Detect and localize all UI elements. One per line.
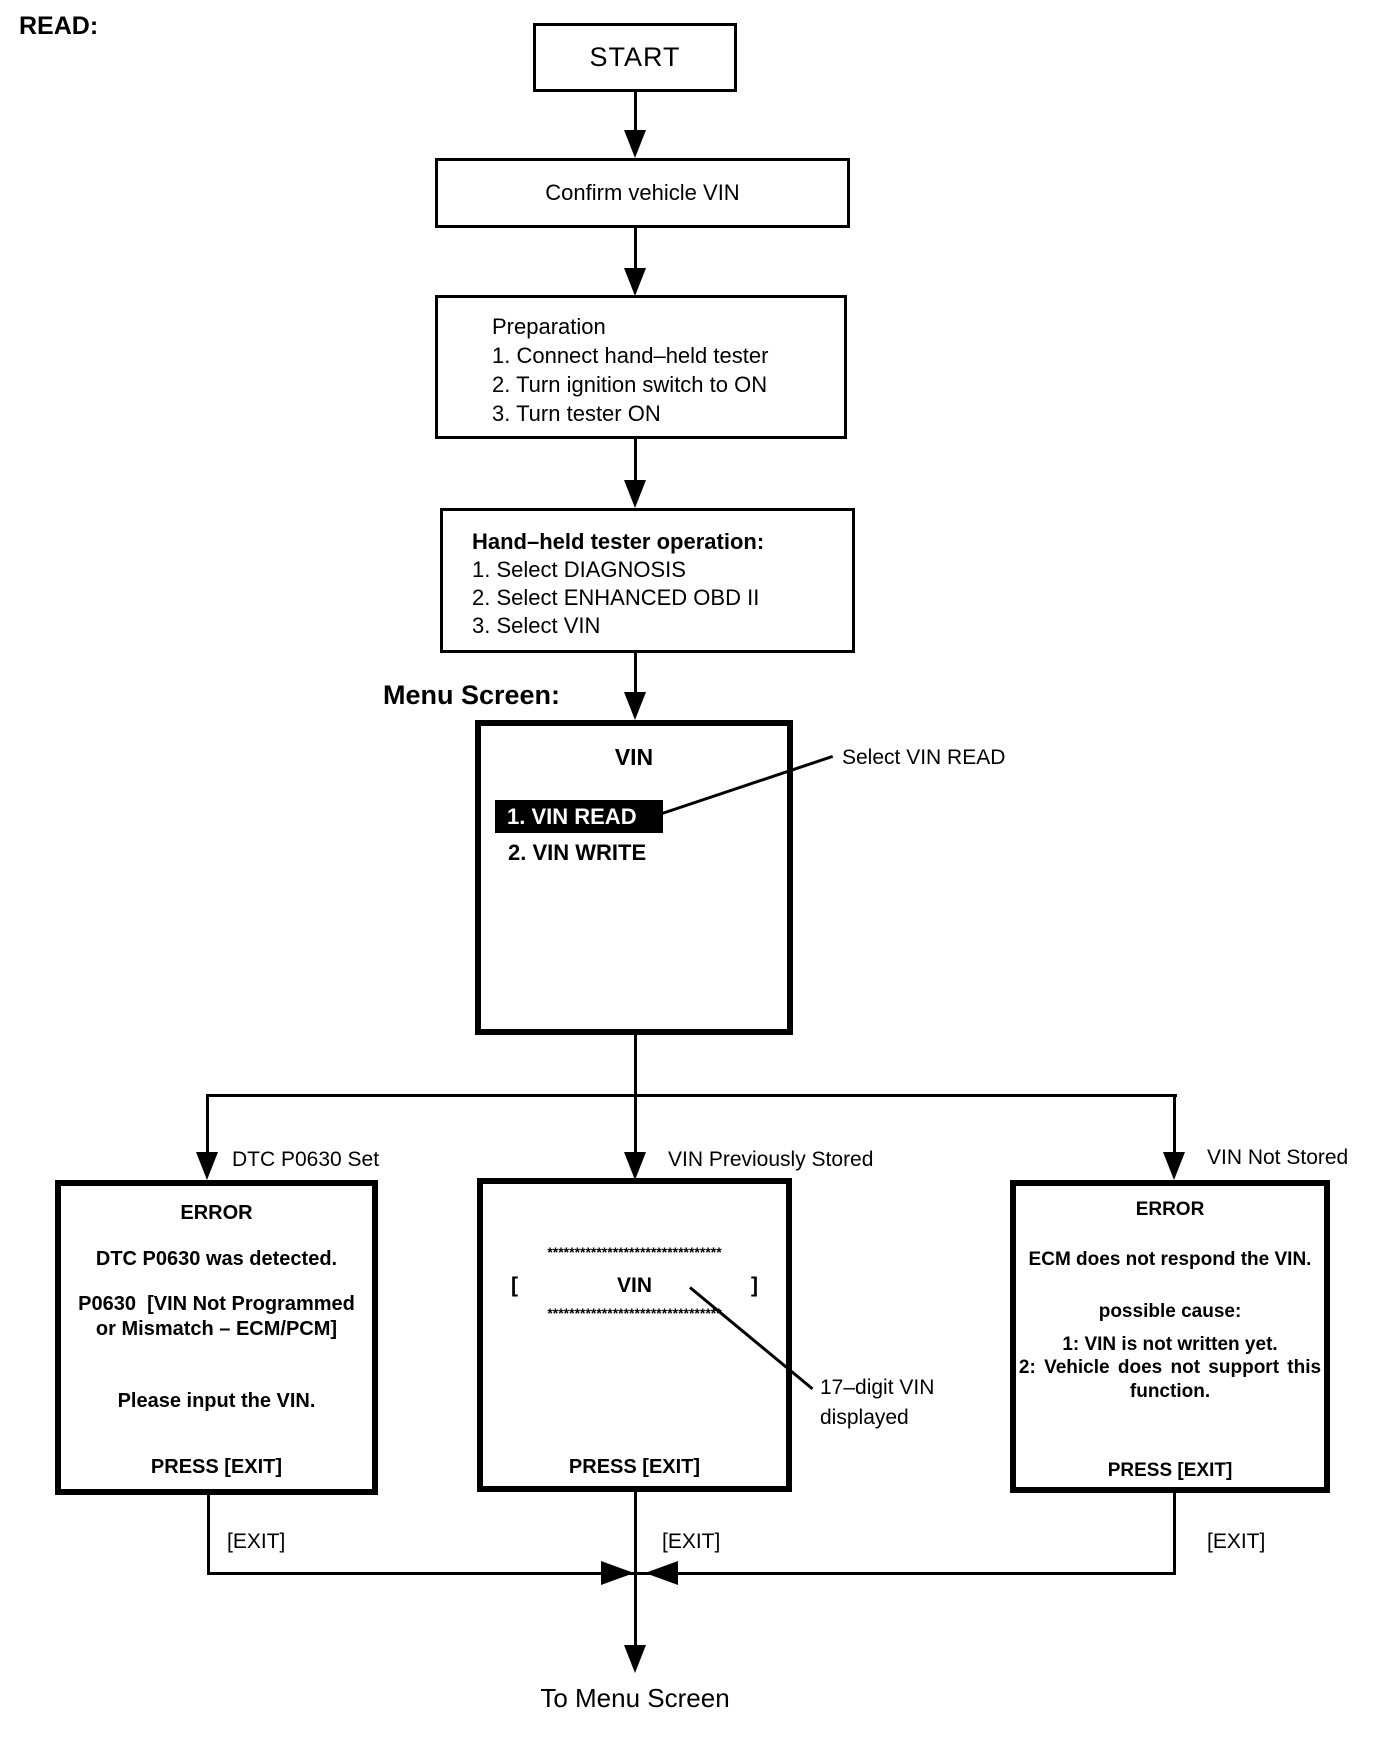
branch-label-dtc-set: DTC P0630 Set: [232, 1148, 380, 1171]
arrow-down-icon: [624, 692, 646, 720]
exit-label-right: [EXIT]: [1207, 1530, 1266, 1553]
exit-label-center: [EXIT]: [662, 1530, 721, 1553]
tester-operation-step: 1. Select DIAGNOSIS: [472, 557, 686, 582]
error-text: possible cause:: [1098, 1301, 1242, 1322]
asterisk-row: ********************************: [547, 1244, 722, 1260]
arrow-left-icon: [645, 1561, 678, 1585]
arrow-down-icon: [624, 1645, 646, 1673]
error-screen-dtc: ERROR DTC P0630 was detected. P0630 [VIN…: [55, 1180, 378, 1495]
menu-item-vin-read: 1. VIN READ: [495, 800, 663, 833]
preparation-step: 2. Turn ignition switch to ON: [492, 372, 768, 397]
tester-operation-step: 3. Select VIN: [472, 613, 601, 638]
confirm-vin-node: Confirm vehicle VIN: [435, 158, 850, 228]
vin-display-screen: ******************************** [ VIN ]…: [477, 1178, 792, 1492]
error-text: function.: [1129, 1381, 1211, 1402]
flow-line: [1173, 1491, 1176, 1575]
branch-line: [207, 1094, 1177, 1097]
error-text: or Mismatch – ECM/PCM]: [95, 1318, 338, 1340]
error-text: Please input the VIN.: [117, 1390, 316, 1412]
flow-line: [634, 1575, 637, 1645]
error-text: DTC P0630 was detected.: [95, 1248, 338, 1270]
preparation-step: 3. Turn tester ON: [492, 401, 661, 426]
error-screen-no-vin: ERROR ECM does not respond the VIN. poss…: [1010, 1180, 1330, 1493]
flow-line: [634, 92, 637, 132]
error-text: P0630 [VIN Not Programmed: [78, 1293, 355, 1315]
arrow-right-icon: [601, 1561, 634, 1585]
press-exit-text: PRESS [EXIT]: [150, 1456, 283, 1478]
error-text: 2: Vehicle does not support this: [1018, 1357, 1322, 1378]
error-text: ECM does not respond the VIN.: [1028, 1249, 1312, 1270]
press-exit-text: PRESS [EXIT]: [1107, 1460, 1233, 1481]
to-menu-screen-label: To Menu Screen: [540, 1683, 730, 1713]
flow-line: [634, 1035, 637, 1096]
press-exit-text: PRESS [EXIT]: [568, 1456, 701, 1478]
arrow-down-icon: [1163, 1152, 1185, 1180]
flow-line: [634, 439, 637, 480]
vin-menu-title: VIN: [614, 744, 654, 770]
menu-item-vin-write: 2. VIN WRITE: [508, 840, 647, 865]
tester-operation-node: Hand–held tester operation: 1. Select DI…: [440, 508, 855, 653]
tester-operation-step: 2. Select ENHANCED OBD II: [472, 585, 760, 610]
arrow-down-icon: [624, 1152, 646, 1180]
menu-screen-label: Menu Screen:: [383, 680, 561, 710]
flowchart-title: READ:: [19, 12, 99, 40]
start-node: START: [533, 23, 737, 92]
error-text: 1: VIN is not written yet.: [1062, 1334, 1278, 1355]
error-title: ERROR: [1135, 1199, 1205, 1220]
asterisk-row: ********************************: [547, 1305, 722, 1321]
error-title: ERROR: [180, 1202, 253, 1224]
arrow-down-icon: [196, 1152, 218, 1180]
flow-line: [206, 1094, 209, 1152]
start-node-label: START: [589, 42, 681, 72]
flow-line: [1173, 1094, 1176, 1152]
vin-bracket-row: [ VIN ]: [483, 1274, 786, 1298]
callout-displayed: displayed: [820, 1406, 909, 1429]
bracket-open: [: [511, 1274, 518, 1297]
vin-field-label: VIN: [616, 1274, 652, 1297]
preparation-step: 1. Connect hand–held tester: [492, 343, 769, 368]
preparation-node: Preparation 1. Connect hand–held tester …: [435, 295, 847, 439]
vin-menu-screen: VIN 1. VIN READ 2. VIN WRITE: [475, 720, 793, 1035]
callout-17-digit-vin: 17–digit VIN: [820, 1376, 935, 1399]
branch-label-stored: VIN Previously Stored: [668, 1148, 874, 1171]
arrow-down-icon: [624, 480, 646, 508]
callout-select-vin-read: Select VIN READ: [842, 746, 1006, 769]
exit-label-left: [EXIT]: [227, 1530, 286, 1553]
flow-line: [634, 228, 637, 268]
arrow-down-icon: [624, 268, 646, 296]
branch-label-not-stored: VIN Not Stored: [1207, 1146, 1349, 1169]
flow-line: [207, 1493, 210, 1575]
preparation-title: Preparation: [492, 314, 606, 339]
flow-line: [634, 653, 637, 692]
flow-line: [634, 1094, 637, 1152]
converge-line: [207, 1572, 1176, 1575]
tester-operation-heading: Hand–held tester operation:: [472, 529, 765, 554]
arrow-down-icon: [624, 130, 646, 158]
confirm-vin-label: Confirm vehicle VIN: [545, 180, 740, 205]
flow-line: [634, 1490, 637, 1575]
bracket-close: ]: [750, 1274, 758, 1297]
